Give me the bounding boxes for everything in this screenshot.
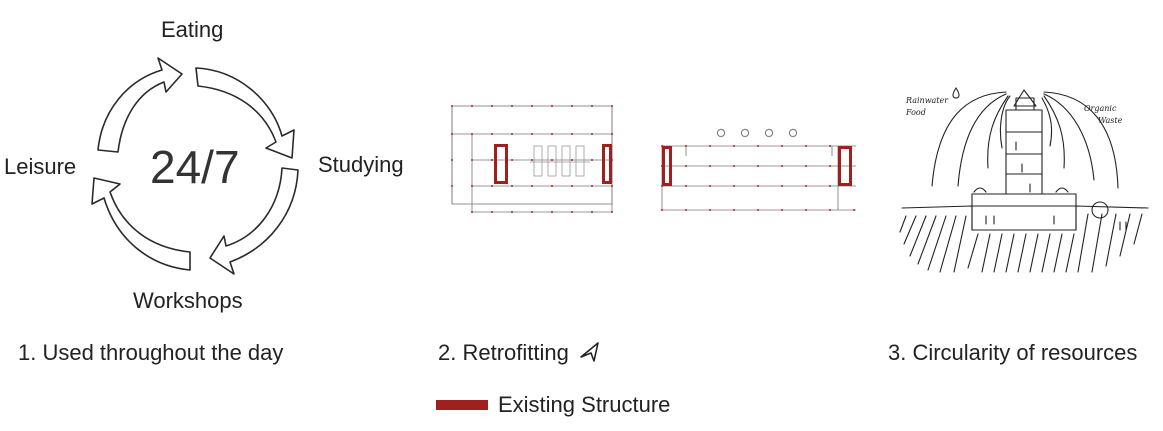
- existing-structure-right: [662, 146, 852, 186]
- legend: Existing Structure: [436, 392, 670, 418]
- label-studying: Studying: [318, 152, 404, 177]
- north-arrow-icon: [580, 342, 599, 362]
- floor-plan-right: [661, 128, 856, 211]
- label-food: Food: [906, 108, 926, 117]
- caption-retrofitting: 2. Retrofitting: [438, 340, 599, 366]
- water-drop-icon: [952, 87, 960, 99]
- floor-plan-left: [451, 105, 613, 213]
- caption-retrofitting-text: 2. Retrofitting: [438, 340, 569, 365]
- arrow-eating-to-studying: [195, 67, 295, 159]
- arrow-studying-to-workshops: [209, 167, 299, 275]
- columns-circles: [716, 128, 798, 138]
- label-organic: Organic: [1084, 104, 1117, 113]
- building-section-sketch: [899, 87, 1149, 273]
- legend-swatch: [436, 400, 488, 410]
- arrow-leisure-to-eating: [97, 57, 183, 153]
- caption-circularity: 3. Circularity of resources: [888, 340, 1138, 365]
- label-waste: Waste: [1098, 116, 1123, 125]
- cycle-arrows: [91, 57, 299, 275]
- legend-label: Existing Structure: [498, 392, 671, 417]
- arrow-workshops-to-leisure: [91, 177, 191, 271]
- label-rainwater: Rainwater: [906, 96, 949, 105]
- caption-used-throughout-day: 1. Used throughout the day: [18, 340, 284, 365]
- center-24-7: 24/7: [150, 141, 240, 193]
- label-workshops: Workshops: [133, 288, 243, 313]
- label-leisure: Leisure: [4, 154, 77, 179]
- label-eating: Eating: [161, 17, 224, 42]
- existing-structure-left: [494, 144, 612, 184]
